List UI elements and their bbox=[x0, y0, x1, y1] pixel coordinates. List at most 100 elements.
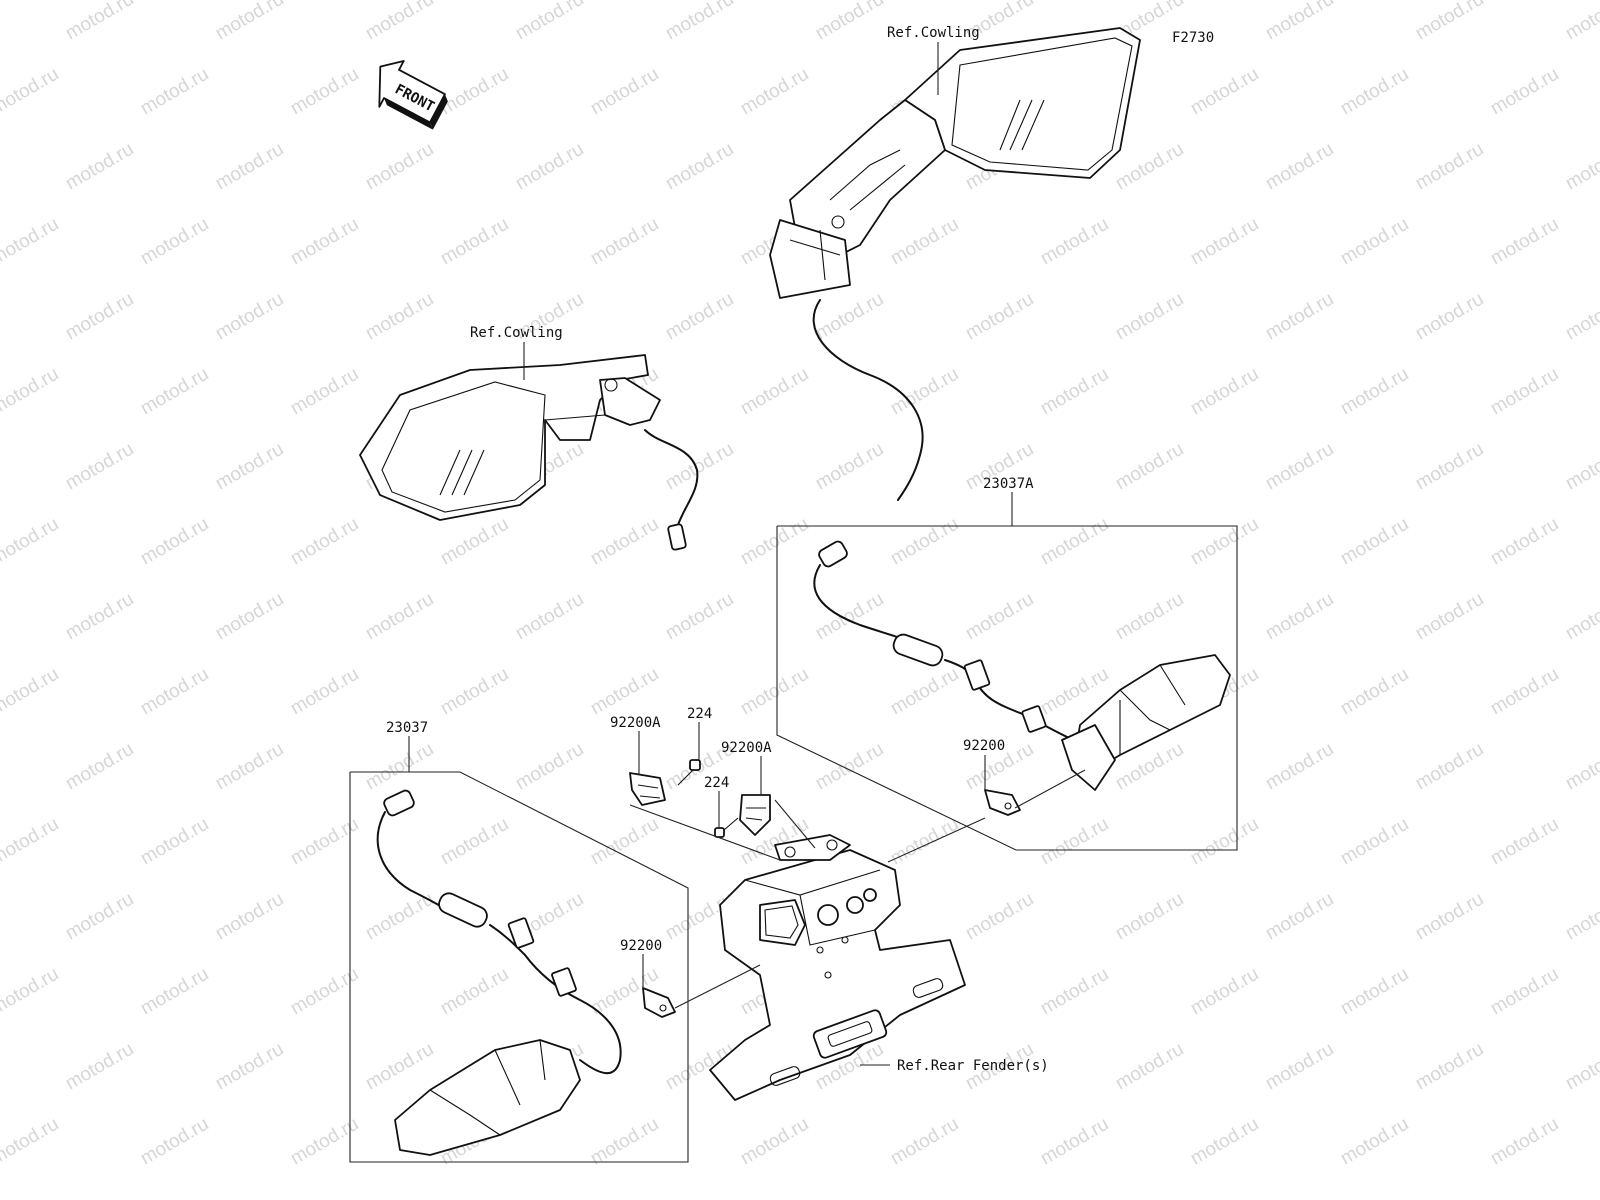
watermark-text: motod.ru bbox=[1187, 814, 1262, 870]
watermark-text: motod.ru bbox=[287, 664, 362, 720]
watermark-text: motod.ru bbox=[587, 814, 662, 870]
watermark-text: motod.ru bbox=[512, 0, 587, 44]
callout-ref-cowling-right-mirror: Ref.Cowling bbox=[887, 25, 980, 41]
watermark-text: motod.ru bbox=[1112, 1039, 1187, 1095]
part-23037-box bbox=[349, 771, 689, 1163]
callout-part-23037: 23037 bbox=[386, 720, 428, 736]
watermark-text: motod.ru bbox=[362, 589, 437, 645]
watermark-text: motod.ru bbox=[62, 289, 137, 345]
callout-part-224-upper: 224 bbox=[687, 706, 712, 722]
watermark-text: motod.ru bbox=[1337, 514, 1412, 570]
watermark-text: motod.ru bbox=[0, 1114, 62, 1170]
watermark-text: motod.ru bbox=[137, 814, 212, 870]
watermark-text: motod.ru bbox=[1262, 1039, 1337, 1095]
watermark-text: motod.ru bbox=[62, 889, 137, 945]
watermark-text: motod.ru bbox=[1412, 739, 1487, 795]
right-mirror-turn-signal-wire bbox=[812, 299, 924, 501]
watermark-text: motod.ru bbox=[212, 0, 287, 44]
watermark-text: motod.ru bbox=[362, 739, 437, 795]
watermark-text: motod.ru bbox=[1412, 439, 1487, 495]
watermark-text: motod.ru bbox=[1487, 64, 1562, 120]
watermark-text: motod.ru bbox=[437, 814, 512, 870]
watermark-text: motod.ru bbox=[887, 514, 962, 570]
watermark-text: motod.ru bbox=[737, 364, 812, 420]
watermark-text: motod.ru bbox=[0, 814, 62, 870]
bolt-224-upper bbox=[677, 759, 701, 786]
rear-fender-bracket bbox=[709, 834, 966, 1101]
watermark-text: motod.ru bbox=[1187, 1114, 1262, 1170]
watermark-text: motod.ru bbox=[1262, 739, 1337, 795]
watermark-text: motod.ru bbox=[287, 364, 362, 420]
watermark-text: motod.ru bbox=[437, 214, 512, 270]
watermark-text: motod.ru bbox=[887, 214, 962, 270]
callout-part-224-lower: 224 bbox=[704, 775, 729, 791]
watermark-text: motod.ru bbox=[1337, 1114, 1412, 1170]
watermark-text: motod.ru bbox=[512, 139, 587, 195]
watermark-text: motod.ru bbox=[1112, 289, 1187, 345]
watermark-text: motod.ru bbox=[287, 214, 362, 270]
watermark-text: motod.ru bbox=[1487, 364, 1562, 420]
watermark-text: motod.ru bbox=[962, 289, 1037, 345]
watermark-text: motod.ru bbox=[62, 0, 137, 44]
callout-part-92200-right: 92200 bbox=[963, 738, 1005, 754]
watermark-text: motod.ru bbox=[587, 64, 662, 120]
watermark-text: motod.ru bbox=[1337, 214, 1412, 270]
watermark-text: motod.ru bbox=[737, 1114, 812, 1170]
watermark-text: motod.ru bbox=[1112, 589, 1187, 645]
watermark-text: motod.ru bbox=[362, 139, 437, 195]
watermark-text: motod.ru bbox=[587, 214, 662, 270]
watermark-text: motod.ru bbox=[287, 814, 362, 870]
watermark-text: motod.ru bbox=[737, 514, 812, 570]
watermark-text: motod.ru bbox=[1262, 439, 1337, 495]
leader-lines bbox=[408, 42, 1086, 1066]
watermark-text: motod.ru bbox=[962, 889, 1037, 945]
left-mirror-turn-signal-wire bbox=[644, 429, 699, 526]
watermark-text: motod.ru bbox=[1112, 439, 1187, 495]
watermark-text: motod.ru bbox=[1337, 64, 1412, 120]
watermark-text: motod.ru bbox=[137, 664, 212, 720]
watermark-text: motod.ru bbox=[1337, 964, 1412, 1020]
watermark-text: motod.ru bbox=[0, 214, 62, 270]
callout-ref-rear-fender: Ref.Rear Fender(s) bbox=[897, 1058, 1049, 1074]
watermark-text: motod.ru bbox=[137, 364, 212, 420]
watermark-text: motod.ru bbox=[1337, 364, 1412, 420]
watermark-text: motod.ru bbox=[212, 889, 287, 945]
watermark-text: motod.ru bbox=[0, 964, 62, 1020]
watermark-text: motod.ru bbox=[1037, 1114, 1112, 1170]
watermark-text: motod.ru bbox=[887, 664, 962, 720]
watermark-text: motod.ru bbox=[1187, 64, 1262, 120]
callout-part-92200a-left: 92200A bbox=[610, 715, 661, 731]
watermark-text: motod.ru bbox=[512, 589, 587, 645]
watermark-text: motod.ru bbox=[212, 439, 287, 495]
callout-part-23037a: 23037A bbox=[983, 476, 1034, 492]
left-mirror bbox=[359, 354, 661, 521]
watermark-text: motod.ru bbox=[662, 0, 737, 44]
watermark-text: motod.ru bbox=[1037, 514, 1112, 570]
watermark-text: motod.ru bbox=[212, 739, 287, 795]
grommet-92200-left bbox=[642, 987, 676, 1018]
clamp-92200a-right bbox=[739, 794, 771, 836]
watermark-text: motod.ru bbox=[137, 1114, 212, 1170]
watermark-text: motod.ru bbox=[212, 589, 287, 645]
watermark-text: motod.ru bbox=[0, 664, 62, 720]
watermark-text: motod.ru bbox=[287, 1114, 362, 1170]
watermark-text: motod.ru bbox=[1562, 1039, 1600, 1095]
watermark-text: motod.ru bbox=[512, 739, 587, 795]
grommet-92200-right bbox=[984, 789, 1021, 816]
watermark-text: motod.ru bbox=[1412, 0, 1487, 44]
watermark-text: motod.ru bbox=[62, 439, 137, 495]
watermark-text: motod.ru bbox=[1412, 589, 1487, 645]
watermark-text: motod.ru bbox=[62, 589, 137, 645]
watermark-text: motod.ru bbox=[1037, 814, 1112, 870]
watermark-text: motod.ru bbox=[1562, 439, 1600, 495]
watermark-text: motod.ru bbox=[437, 64, 512, 120]
watermark-text: motod.ru bbox=[1412, 289, 1487, 345]
watermark-text: motod.ru bbox=[1037, 964, 1112, 1020]
watermark-text: motod.ru bbox=[1262, 0, 1337, 44]
watermark-text: motod.ru bbox=[287, 64, 362, 120]
watermark-text: motod.ru bbox=[1262, 139, 1337, 195]
watermark-text: motod.ru bbox=[1487, 814, 1562, 870]
watermark-text: motod.ru bbox=[362, 0, 437, 44]
watermark-text: motod.ru bbox=[1187, 214, 1262, 270]
watermark-text: motod.ru bbox=[1262, 889, 1337, 945]
